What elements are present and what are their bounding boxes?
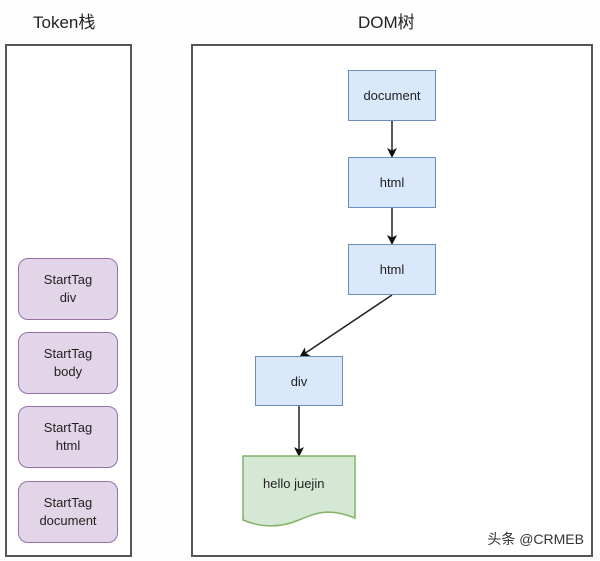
token-type: StartTag: [43, 495, 93, 510]
token-type: StartTag: [43, 420, 93, 435]
token-tag: div: [59, 290, 77, 305]
token-tag: document: [39, 513, 97, 528]
token-type: StartTag: [43, 272, 93, 287]
token-stack-title: Token栈: [33, 13, 96, 32]
text-node-shape: [242, 455, 356, 527]
watermark: 头条 @CRMEB: [487, 531, 584, 547]
token-tag: html: [55, 438, 81, 453]
dom-node-div: div: [255, 356, 343, 406]
node-label: html: [379, 262, 405, 277]
token-type: StartTag: [43, 346, 93, 361]
text-node-label: hello juejin: [263, 476, 325, 491]
node-label: html: [379, 175, 405, 190]
dom-node-document: document: [348, 70, 436, 121]
token-startag-html: StartTag html: [18, 406, 118, 468]
node-label: document: [363, 88, 421, 103]
dom-node-html: html: [348, 157, 436, 208]
token-startag-document: StartTag document: [18, 481, 118, 543]
token-startag-body: StartTag body: [18, 332, 118, 394]
edge-html-div: [299, 294, 393, 358]
token-tag: body: [53, 364, 83, 379]
dom-node-html-2: html: [348, 244, 436, 295]
dom-tree-title: DOM树: [358, 13, 415, 32]
node-label: div: [290, 373, 308, 389]
token-startag-div: StartTag div: [18, 258, 118, 320]
